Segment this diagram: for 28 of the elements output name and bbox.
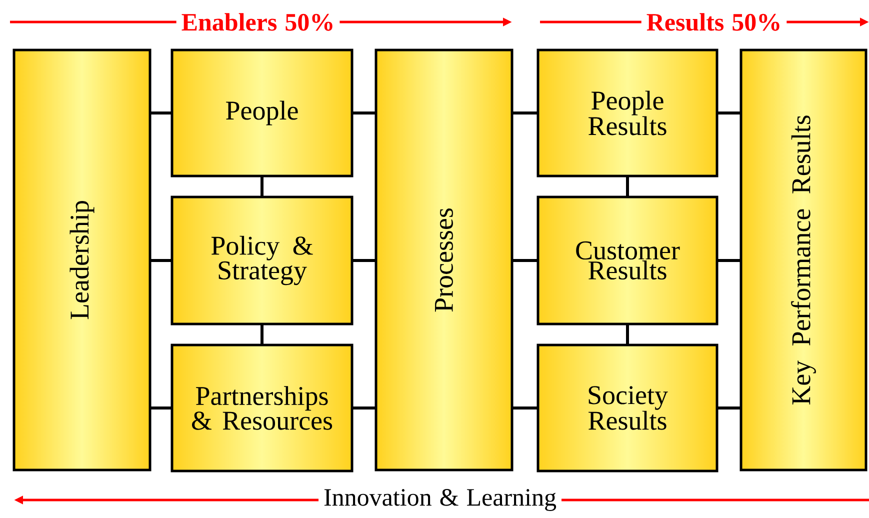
connector-line [717, 258, 741, 262]
connector-line [352, 406, 376, 410]
connector-line [717, 406, 741, 410]
criterion-box: Leadership [12, 48, 152, 472]
criterion-box: People [170, 48, 354, 178]
connector-line [626, 324, 629, 345]
connector-line [512, 406, 538, 410]
connector-line [512, 111, 538, 114]
connector-line [150, 406, 172, 410]
criterion-box: Processes [374, 48, 514, 472]
connector-line [150, 258, 172, 262]
connector-line [626, 176, 629, 197]
connector-line [150, 111, 172, 114]
arrow-label: Results 50% [641, 12, 787, 32]
criterion-box: Key Performance Results [740, 48, 868, 472]
connector-line [512, 258, 538, 262]
criterion-box: Partnerships & Resources [170, 344, 354, 472]
arrow-label: Enablers 50% [176, 12, 340, 32]
criterion-box: People Results [536, 48, 718, 178]
criterion-box: Customer Results [536, 196, 718, 326]
criterion-box: Policy & Strategy [170, 196, 354, 326]
connector-line [352, 111, 376, 114]
connector-line [717, 111, 741, 114]
criterion-box: Society Results [536, 344, 718, 472]
connector-line [260, 324, 264, 345]
arrow-label: Innovation & Learning [318, 488, 562, 512]
connector-line [260, 176, 264, 197]
connector-line [352, 258, 376, 262]
